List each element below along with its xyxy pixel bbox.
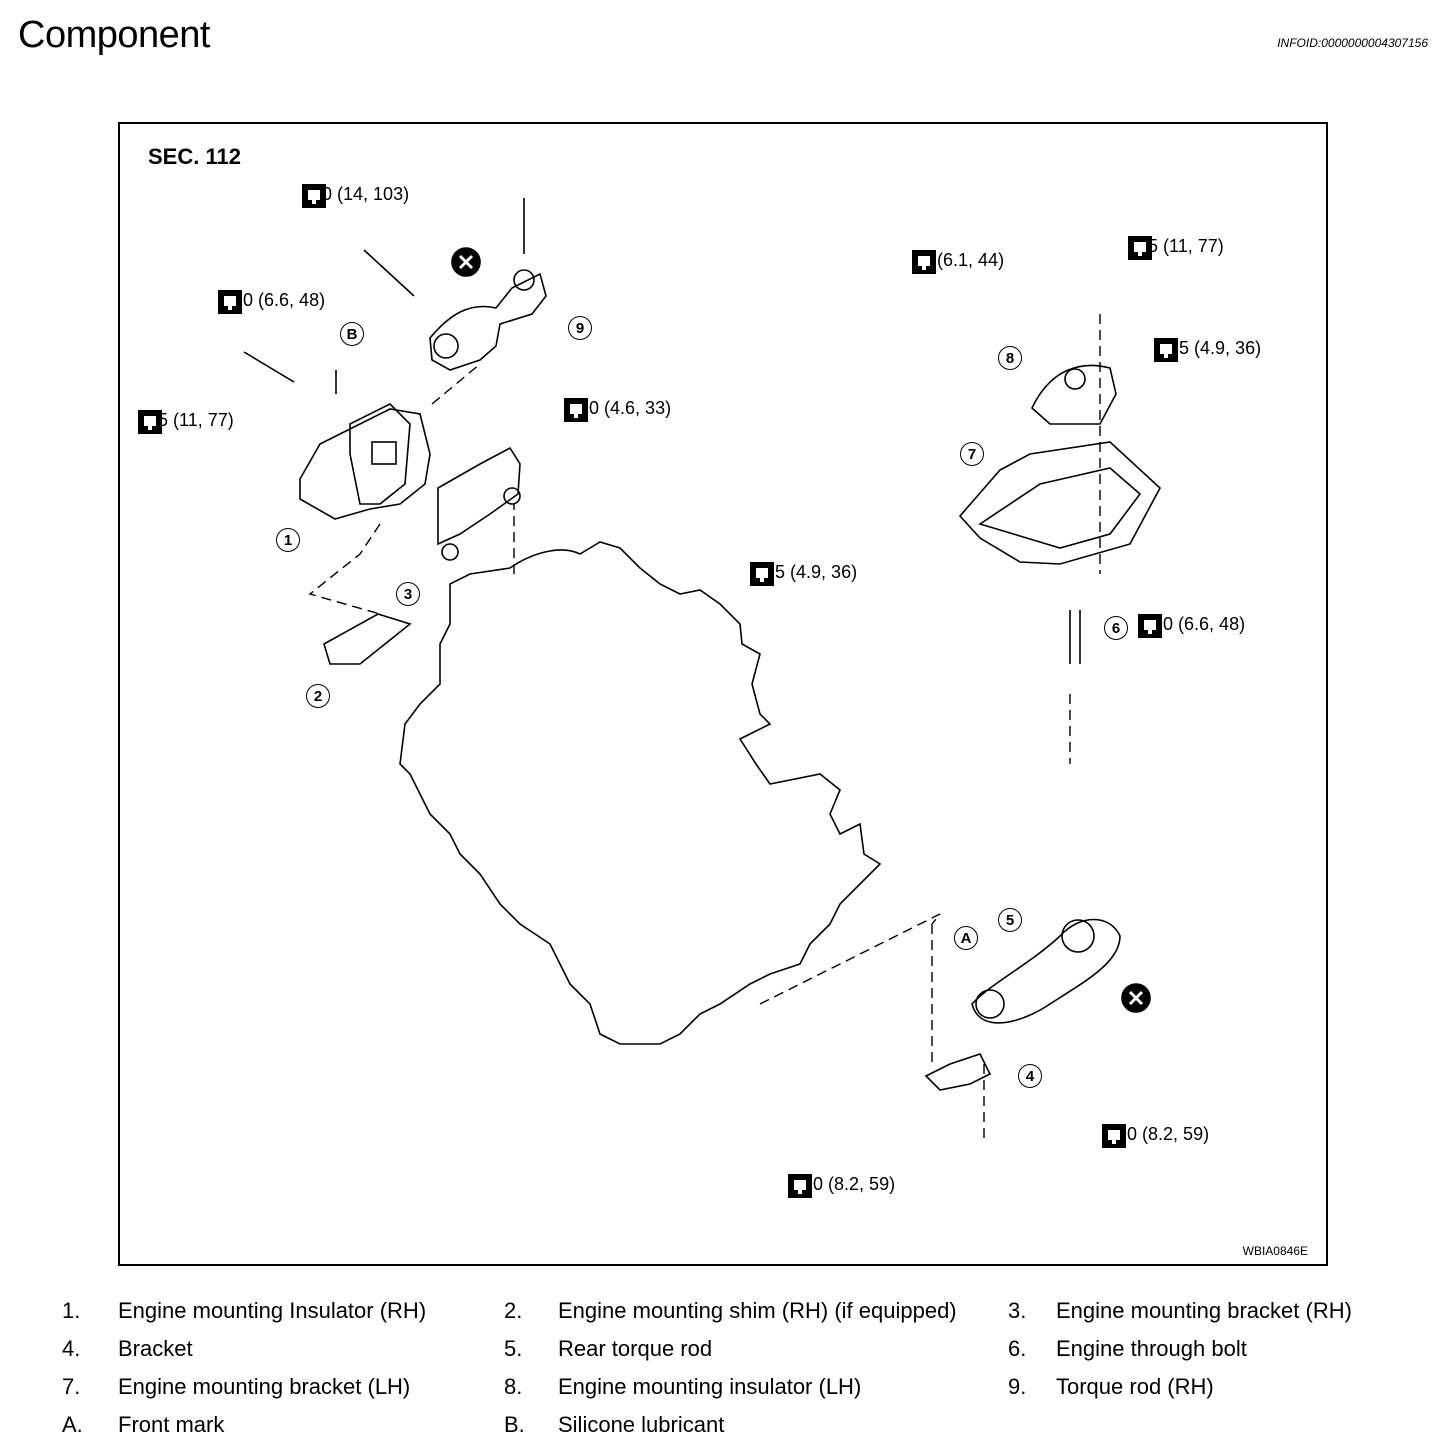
torque-wrench-icon	[1128, 236, 1152, 260]
legend-text: Engine mounting Insulator (RH)	[118, 1298, 427, 1323]
torque-spec: 65.0 (6.6, 48)	[218, 290, 326, 314]
component-figure: SEC. 112 WBIA0846E 140 (14, 103) 65.0 (6…	[118, 122, 1328, 1266]
callout-8: 8	[998, 346, 1022, 370]
legend-text: Engine mounting insulator (LH)	[558, 1374, 862, 1399]
through-bolt-shape	[1069, 610, 1081, 664]
lh-bracket-shape	[958, 441, 1161, 565]
callout-5: 5	[998, 908, 1022, 932]
callout-1: 1	[276, 528, 300, 552]
legend-number: 7.	[62, 1374, 81, 1399]
legend-number: 9.	[1008, 1374, 1027, 1399]
legend-text: Bracket	[118, 1336, 193, 1361]
bolt-rh-a	[243, 351, 295, 383]
torque-value: 80.0 (8.2, 59)	[1102, 1124, 1210, 1144]
legend-text: Silicone lubricant	[558, 1412, 725, 1437]
callout-9: 9	[568, 316, 592, 340]
torque-spec: 80.0 (8.2, 59)	[1102, 1124, 1210, 1148]
callout-6: 6	[1104, 616, 1128, 640]
rh-shim-shape	[323, 613, 412, 665]
torque-rod-rh-shape	[429, 272, 547, 371]
legend-number: 6.	[1008, 1336, 1027, 1361]
callout-4: 4	[1018, 1064, 1042, 1088]
torque-spec: 105 (11, 77)	[1128, 236, 1224, 260]
rh-insulator-shape	[299, 408, 431, 520]
torque-value: 65.0 (6.6, 48)	[1138, 614, 1246, 634]
torque-spec: 45.0 (4.6, 33)	[564, 398, 672, 422]
legend-number: B.	[504, 1412, 525, 1437]
legend-text: Engine mounting bracket (LH)	[118, 1374, 411, 1399]
legend-number: 5.	[504, 1336, 523, 1361]
legend-text: Engine through bolt	[1056, 1336, 1247, 1361]
engine-outline	[399, 541, 882, 1045]
torque-spec: 60 (6.1, 44)	[912, 250, 1004, 274]
torque-value: 65.0 (6.6, 48)	[218, 290, 326, 310]
torque-spec: 48.5 (4.9, 36)	[1154, 338, 1262, 362]
legend-text: Rear torque rod	[558, 1336, 713, 1361]
page-title: Component	[18, 14, 210, 56]
torque-spec: 140 (14, 103)	[302, 184, 410, 208]
torque-wrench-icon	[912, 250, 936, 274]
callout-b: B	[340, 322, 364, 346]
callout-7: 7	[960, 442, 984, 466]
torque-wrench-icon	[138, 410, 162, 434]
torque-wrench-icon	[1102, 1124, 1126, 1148]
callout-a: A	[954, 926, 978, 950]
torque-value: 48.5 (4.9, 36)	[1154, 338, 1262, 358]
legend-text: Engine mounting shim (RH) (if equipped)	[558, 1298, 957, 1323]
torque-spec: 48.5 (4.9, 36)	[750, 562, 858, 586]
torque-value: 140 (14, 103)	[302, 184, 410, 204]
info-id: INFOID:0000000004307156	[1277, 36, 1428, 50]
bracket-4-shape	[924, 1053, 992, 1091]
bolt-diag	[363, 249, 415, 297]
torque-value: 48.5 (4.9, 36)	[750, 562, 858, 582]
torque-value: 45.0 (4.6, 33)	[564, 398, 672, 418]
rear-torque-rod-shape	[971, 918, 1121, 1024]
torque-wrench-icon	[218, 290, 242, 314]
torque-spec: 65.0 (6.6, 48)	[1138, 614, 1246, 638]
legend-number: 1.	[62, 1298, 81, 1323]
legend-text: Torque rod (RH)	[1056, 1374, 1214, 1399]
legend-number: 2.	[504, 1298, 523, 1323]
legend-number: 4.	[62, 1336, 81, 1361]
legend-number: 3.	[1008, 1298, 1027, 1323]
figure-id: WBIA0846E	[1242, 1244, 1308, 1258]
torque-wrench-icon	[788, 1174, 812, 1198]
torque-wrench-icon	[1138, 614, 1162, 638]
torque-wrench-icon	[302, 184, 326, 208]
callout-2: 2	[306, 684, 330, 708]
torque-wrench-icon	[750, 562, 774, 586]
torque-spec: 80.0 (8.2, 59)	[788, 1174, 896, 1198]
torque-value: 80.0 (8.2, 59)	[788, 1174, 896, 1194]
exploded-diagram-drawing	[243, 198, 1161, 1144]
legend-number: 8.	[504, 1374, 523, 1399]
torque-spec: 105 (11, 77)	[138, 410, 234, 434]
legend-text: Engine mounting bracket (RH)	[1056, 1298, 1352, 1323]
torque-wrench-icon	[564, 398, 588, 422]
section-number: SEC. 112	[148, 144, 241, 169]
callout-3: 3	[396, 582, 420, 606]
lh-insulator-shape	[1031, 364, 1117, 425]
do-not-reuse-icon	[451, 247, 481, 277]
torque-wrench-icon	[1154, 338, 1178, 362]
legend-text: Front mark	[118, 1412, 225, 1437]
do-not-reuse-icon-2	[1121, 983, 1151, 1013]
legend-number: A.	[62, 1412, 83, 1437]
rh-bracket-shape	[437, 446, 521, 546]
